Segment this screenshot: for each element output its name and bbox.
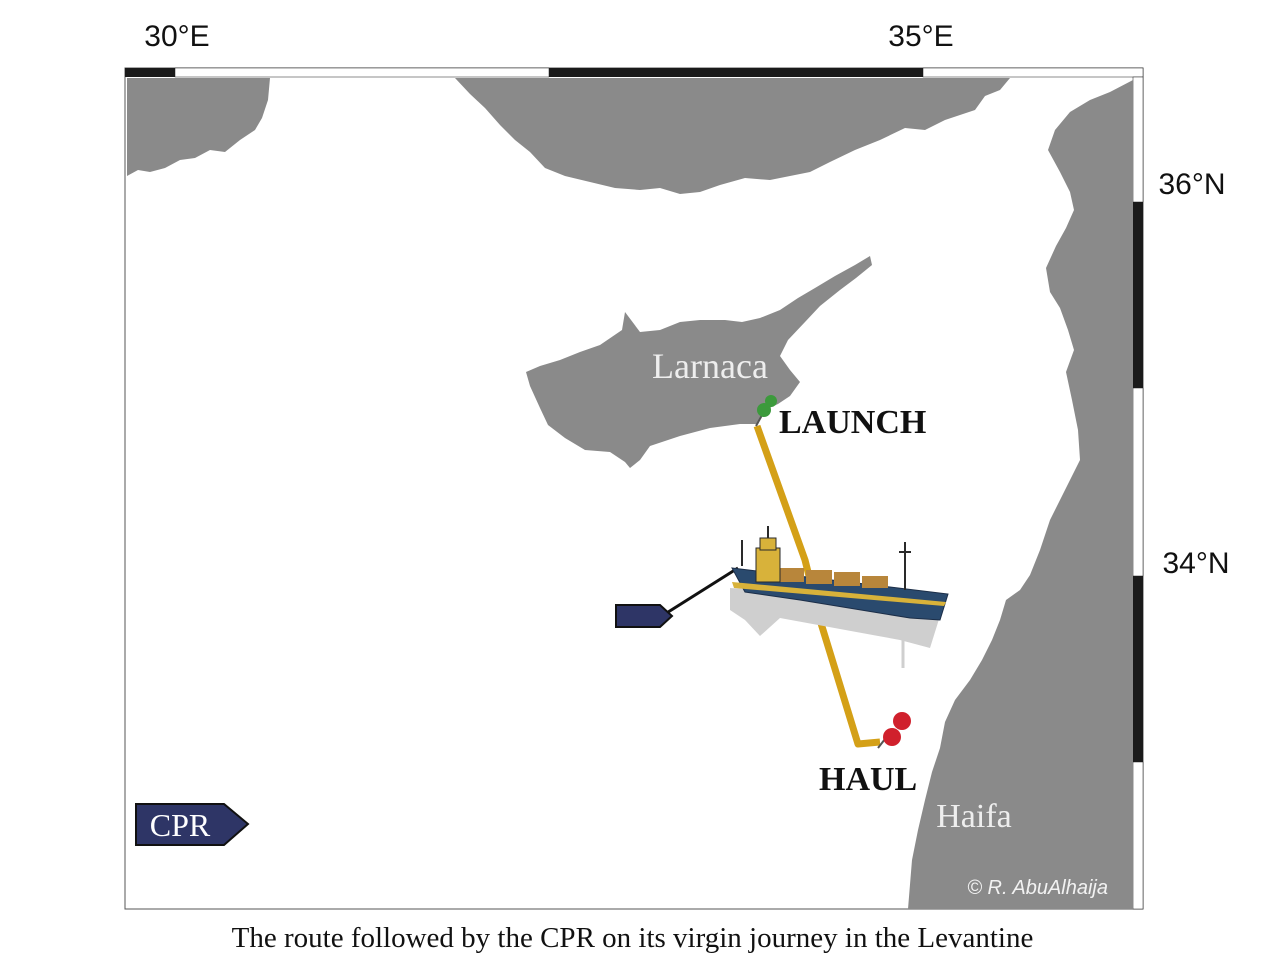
land-cyprus bbox=[526, 256, 872, 468]
land-levant bbox=[908, 80, 1133, 909]
place-label-haifa: Haifa bbox=[936, 798, 1012, 835]
land-haifa-cape bbox=[1010, 778, 1030, 812]
marker-label-launch: LAUNCH bbox=[779, 404, 926, 441]
lon-label-30e: 30°E bbox=[144, 20, 209, 53]
place-label-larnaca: Larnaca bbox=[652, 346, 768, 386]
land-northwest bbox=[127, 78, 270, 176]
cpr-device-icon bbox=[615, 604, 674, 628]
lon-label-35e: 35°E bbox=[888, 20, 953, 53]
marker-label-haul: HAUL bbox=[819, 761, 917, 798]
cpr-badge-label: CPR bbox=[150, 807, 211, 843]
latitude-scale-bar bbox=[1132, 76, 1144, 910]
longitude-scale-bar bbox=[125, 67, 1144, 78]
tow-cable bbox=[664, 566, 739, 616]
land-masses bbox=[127, 78, 1133, 909]
figure-caption: The route followed by the CPR on its vir… bbox=[231, 922, 1034, 954]
credit-text: © R. AbuAlhaija bbox=[967, 877, 1108, 899]
cpr-legend-badge: CPR bbox=[135, 803, 250, 846]
haul-pin-icon bbox=[877, 712, 911, 749]
towed-cpr-device bbox=[615, 566, 739, 628]
land-turkey bbox=[455, 78, 1010, 194]
lat-label-36n: 36°N bbox=[1158, 168, 1225, 201]
launch-pin-icon bbox=[755, 395, 777, 427]
lat-label-34n: 34°N bbox=[1162, 547, 1229, 580]
ship-icon bbox=[730, 526, 949, 668]
